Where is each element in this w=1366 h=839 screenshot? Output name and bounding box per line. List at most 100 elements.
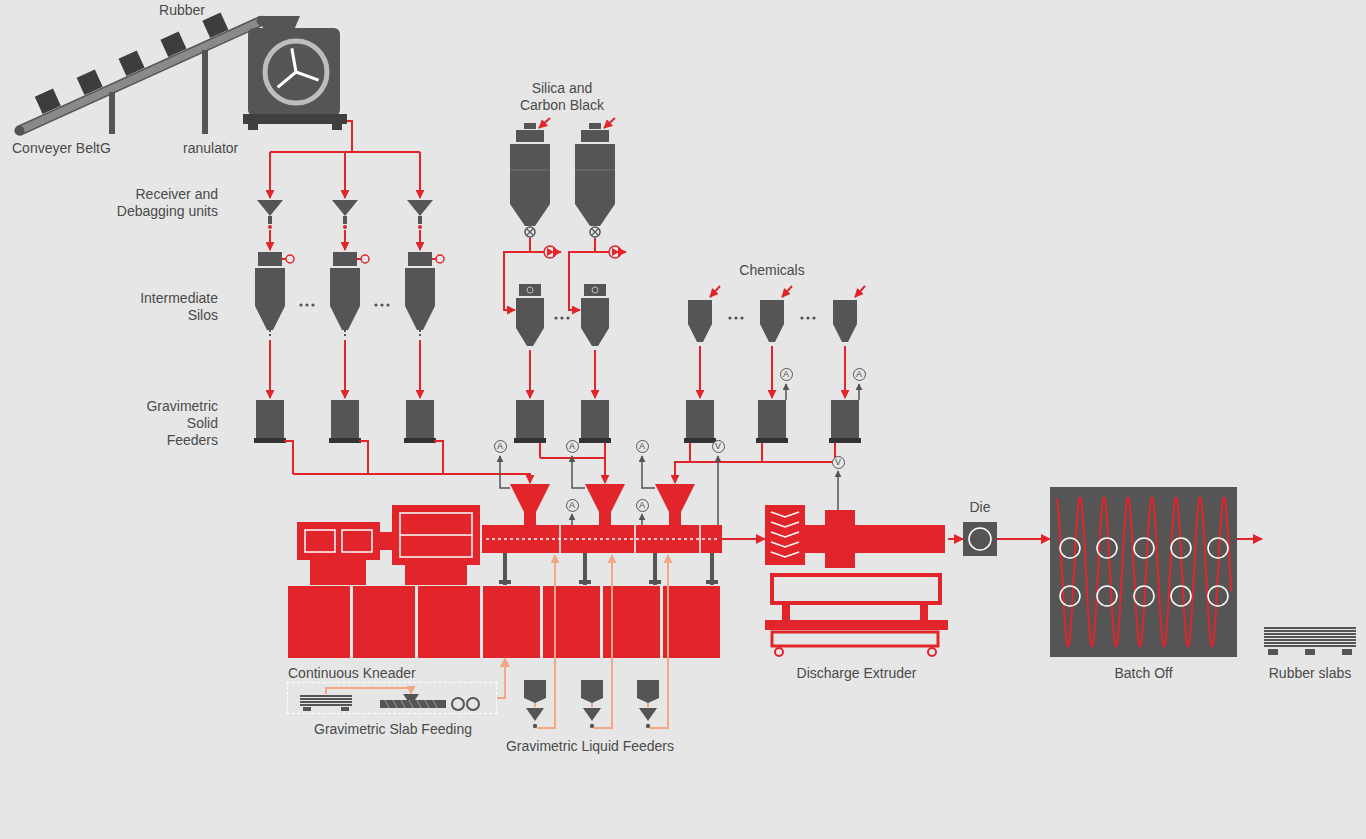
receiver-funnel — [332, 200, 358, 216]
rubber-slab — [1264, 630, 1356, 632]
solid-feeder — [331, 400, 359, 438]
cooling-roller — [1134, 538, 1154, 558]
flow-line — [689, 443, 691, 462]
slab-feeding-box: Gravimetric Slab Feeding — [287, 682, 497, 714]
pallet-foot — [1342, 649, 1352, 655]
chemical-bin — [688, 300, 712, 324]
extruder-leg — [920, 603, 928, 620]
flow-line — [621, 251, 626, 253]
receiver-valve — [268, 225, 272, 229]
flow-line — [699, 346, 701, 398]
rubber-slab — [300, 701, 352, 703]
silo-top — [524, 123, 536, 129]
vent-line — [641, 514, 643, 525]
rubber-slab — [1264, 633, 1356, 635]
ellipsis-dot — [740, 316, 743, 319]
flow-line — [647, 703, 649, 707]
node-label: Continuous Kneader — [288, 665, 416, 682]
feeder-base — [514, 438, 546, 443]
liquid-valve — [646, 724, 650, 728]
tank-cone — [524, 698, 546, 703]
extruder-rail — [765, 620, 948, 630]
rubber-bale — [160, 31, 186, 57]
ellipsis-dot — [380, 303, 383, 306]
rubber-slab — [1264, 642, 1356, 644]
solid-feeder — [581, 400, 609, 438]
vent-line — [785, 384, 787, 400]
extruder-head — [825, 510, 855, 568]
flow-line — [675, 462, 835, 483]
node-label: Gravimetric Slab Feeding — [314, 721, 472, 738]
solid-feeder — [256, 400, 284, 438]
bag-filter — [516, 130, 544, 142]
node-label: Die — [969, 499, 990, 516]
tank-cone — [637, 698, 659, 703]
feed-hopper — [585, 484, 625, 525]
rotary-valve — [590, 227, 600, 237]
cooling-roller — [1097, 538, 1117, 558]
rotor-blade — [292, 48, 296, 72]
silo-body — [575, 144, 615, 204]
liquid-scale — [639, 708, 657, 721]
silo-outlet — [419, 330, 421, 338]
silo-cone — [255, 306, 285, 330]
barrel-support-foot — [706, 580, 718, 584]
gearbox-detail — [400, 534, 472, 536]
feed-screw — [771, 552, 799, 557]
feeder-base — [756, 438, 788, 443]
screw-thread — [393, 700, 397, 708]
motor-support — [310, 560, 366, 585]
instrument-tag: V — [832, 456, 845, 469]
kneader-motor — [297, 522, 380, 560]
solid-feeder — [686, 400, 714, 438]
equipment-label: Rubber — [159, 2, 205, 19]
feed-screw — [771, 512, 799, 517]
silo-cone — [575, 204, 615, 226]
conveyor-head-detail — [592, 287, 598, 293]
rubber-slab — [300, 698, 352, 700]
rubber-slab — [300, 695, 352, 697]
flow-line — [269, 230, 271, 250]
feeder-base — [829, 438, 861, 443]
chemical-bin — [833, 300, 857, 324]
receiver-funnel — [257, 200, 283, 216]
rubber-bale — [35, 88, 61, 114]
silo-cone — [510, 204, 550, 226]
pump-symbol — [609, 246, 621, 258]
granulator-body — [248, 28, 340, 116]
flow-line — [419, 340, 421, 398]
rubber-slab — [1264, 627, 1356, 629]
equipment-label: Conveyer BeltG — [12, 140, 111, 157]
extruder-frame — [772, 575, 940, 603]
flow-line — [771, 346, 773, 398]
instrument-tag: A — [566, 499, 579, 512]
feeder-base — [579, 438, 611, 443]
barrel-joint — [559, 525, 561, 553]
flow-line — [539, 443, 541, 458]
die-block — [963, 522, 997, 556]
rubber-slab — [1264, 636, 1356, 638]
silo-seam — [510, 170, 550, 171]
granulator-foot — [248, 124, 258, 130]
flow-arrow — [722, 538, 765, 540]
ellipsis-dot — [734, 316, 737, 319]
gearbox — [392, 505, 480, 565]
vent-line — [571, 514, 573, 525]
ellipsis-dot — [299, 303, 302, 306]
pump-triangle — [547, 248, 554, 256]
flow-line — [269, 340, 271, 398]
instrument-tag: A — [566, 440, 579, 453]
flow-line — [534, 703, 536, 707]
cooling-roller — [1208, 586, 1228, 606]
motor-detail — [305, 530, 335, 552]
silo-cone — [581, 328, 609, 346]
ellipsis-dot — [386, 303, 389, 306]
feed-hopper — [510, 484, 550, 525]
rubber-bale — [77, 69, 103, 95]
slab-stack-node: Rubber slabs — [1262, 520, 1358, 657]
flow-line — [539, 118, 550, 128]
flow-line — [530, 251, 544, 253]
slab-screw — [380, 700, 446, 708]
rubber-slab — [1264, 645, 1356, 647]
instrument-tag: A — [780, 368, 793, 381]
